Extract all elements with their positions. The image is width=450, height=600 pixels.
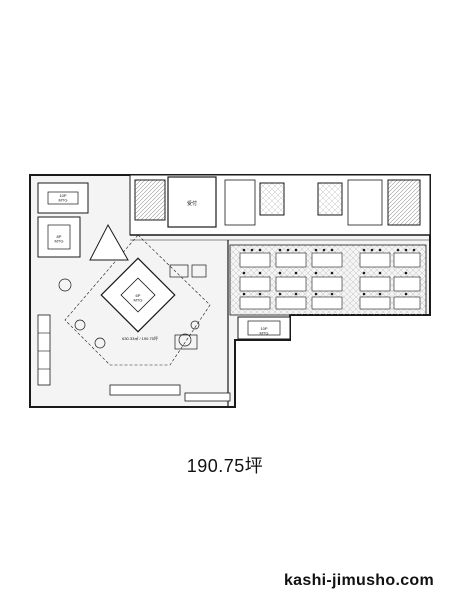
wc-block [224, 179, 256, 226]
mtg-room-10p-top [37, 182, 89, 214]
site-url[interactable]: kashi-jimusho.com [283, 572, 434, 589]
mtg-room-10p-bottom [237, 316, 291, 340]
lobby-outline [64, 234, 211, 366]
stair-right [387, 179, 421, 226]
elevator-1 [259, 182, 285, 216]
central-mtg-room [100, 257, 176, 333]
mtg-room-8p [37, 216, 81, 258]
elevator-2 [317, 182, 343, 216]
reception-desk [89, 223, 129, 261]
wc-block-2 [347, 179, 383, 226]
lounge-furniture [58, 264, 207, 350]
stair-left [134, 179, 166, 221]
pantry-counter [37, 314, 51, 386]
label-area-note: 630.33㎡ / 190.75坪 [122, 335, 158, 341]
area-caption: 190.75坪 [186, 456, 264, 476]
desk-clusters [239, 252, 421, 310]
bottom-bench [109, 384, 181, 396]
label-reception: 受付 [187, 200, 197, 207]
storage-room [167, 176, 217, 228]
bottom-bench-2 [184, 392, 231, 402]
